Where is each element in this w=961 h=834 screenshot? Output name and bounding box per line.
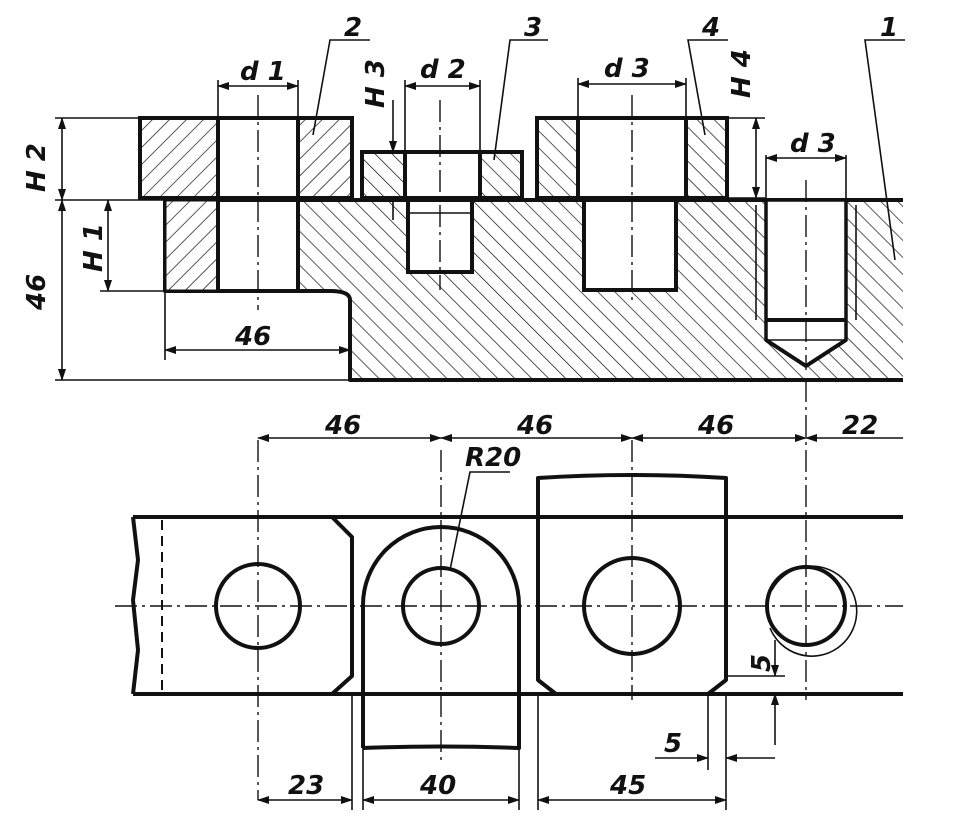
dim-radius: R20 [465, 443, 521, 473]
part-number-4: 4 [701, 13, 720, 43]
plan-extension-lines [351, 675, 785, 810]
section-extension-lines [55, 78, 847, 381]
part-number-3: 3 [524, 13, 542, 43]
threaded-hole [755, 198, 857, 369]
dim-gap-horizontal: 5 [664, 729, 682, 759]
plan-view: 46 46 46 22 R20 23 40 45 5 5 [115, 380, 903, 810]
dim-base-step: 46 [234, 322, 271, 352]
dim-pitch-1: 46 [324, 411, 361, 441]
plan-thread-arc [769, 565, 858, 657]
part-number-2: 2 [344, 13, 362, 43]
label-H3: H 3 [361, 59, 391, 108]
dim-bottom-1: 23 [288, 771, 324, 801]
dim-height-left: 46 [22, 274, 52, 311]
dim-pitch-2: 46 [516, 411, 553, 441]
dim-bottom-3: 45 [609, 771, 646, 801]
dim-gap-vertical: 5 [747, 654, 777, 672]
dim-pitch-3: 46 [697, 411, 734, 441]
section-view: 2 3 4 1 d 1 d 2 d 3 d 3 H 2 H 1 H 3 H 4 … [22, 13, 905, 382]
label-H4: H 4 [727, 49, 757, 98]
label-d3-top: d 3 [604, 54, 650, 84]
part-leaders [312, 39, 905, 261]
label-d1: d 1 [240, 57, 286, 87]
label-d3-right: d 3 [790, 129, 836, 159]
label-H1: H 1 [79, 223, 109, 272]
dim-pitch-4: 22 [842, 411, 878, 441]
plan-right-plate [536, 473, 728, 696]
plan-dimension-lines [257, 434, 903, 804]
section-dimension-lines [58, 80, 847, 381]
plan-u-plate [361, 525, 521, 750]
label-d2: d 2 [420, 55, 466, 85]
washer-2 [138, 116, 354, 293]
label-H2: H 2 [22, 143, 52, 192]
dim-bottom-2: 40 [419, 771, 456, 801]
part-number-1: 1 [880, 13, 898, 43]
